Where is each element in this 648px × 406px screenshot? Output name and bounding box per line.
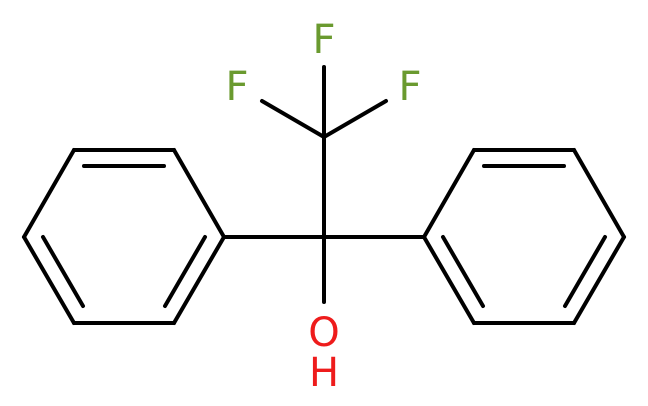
ring-bond bbox=[422, 148, 476, 239]
ring-bond bbox=[172, 235, 226, 325]
ring-bond bbox=[22, 148, 76, 239]
central-carbon-bonds bbox=[222, 235, 426, 304]
ring-bond bbox=[572, 148, 626, 239]
atom-hydrogen: H bbox=[309, 350, 339, 396]
ring-bond bbox=[422, 235, 476, 325]
phenyl-ring-left bbox=[22, 148, 226, 325]
bond-c-f-right bbox=[322, 99, 388, 139]
ring-double-bond-inner bbox=[163, 235, 207, 308]
ring-double-bond-inner bbox=[563, 235, 607, 308]
ring-double-bond-inner bbox=[41, 235, 85, 308]
bond-c-f-left bbox=[260, 99, 326, 139]
atom-fluorine-top: F bbox=[312, 17, 335, 63]
atom-oxygen: O bbox=[308, 310, 339, 356]
ring-bond bbox=[172, 148, 226, 239]
ring-bond bbox=[22, 235, 76, 325]
ring-bond bbox=[572, 235, 626, 325]
ring-double-bond-inner bbox=[441, 235, 485, 308]
atom-fluorine-left: F bbox=[225, 64, 248, 110]
atom-fluorine-right: F bbox=[398, 64, 421, 110]
trifluoromethyl-group bbox=[260, 65, 388, 239]
phenyl-ring-right bbox=[422, 148, 626, 325]
